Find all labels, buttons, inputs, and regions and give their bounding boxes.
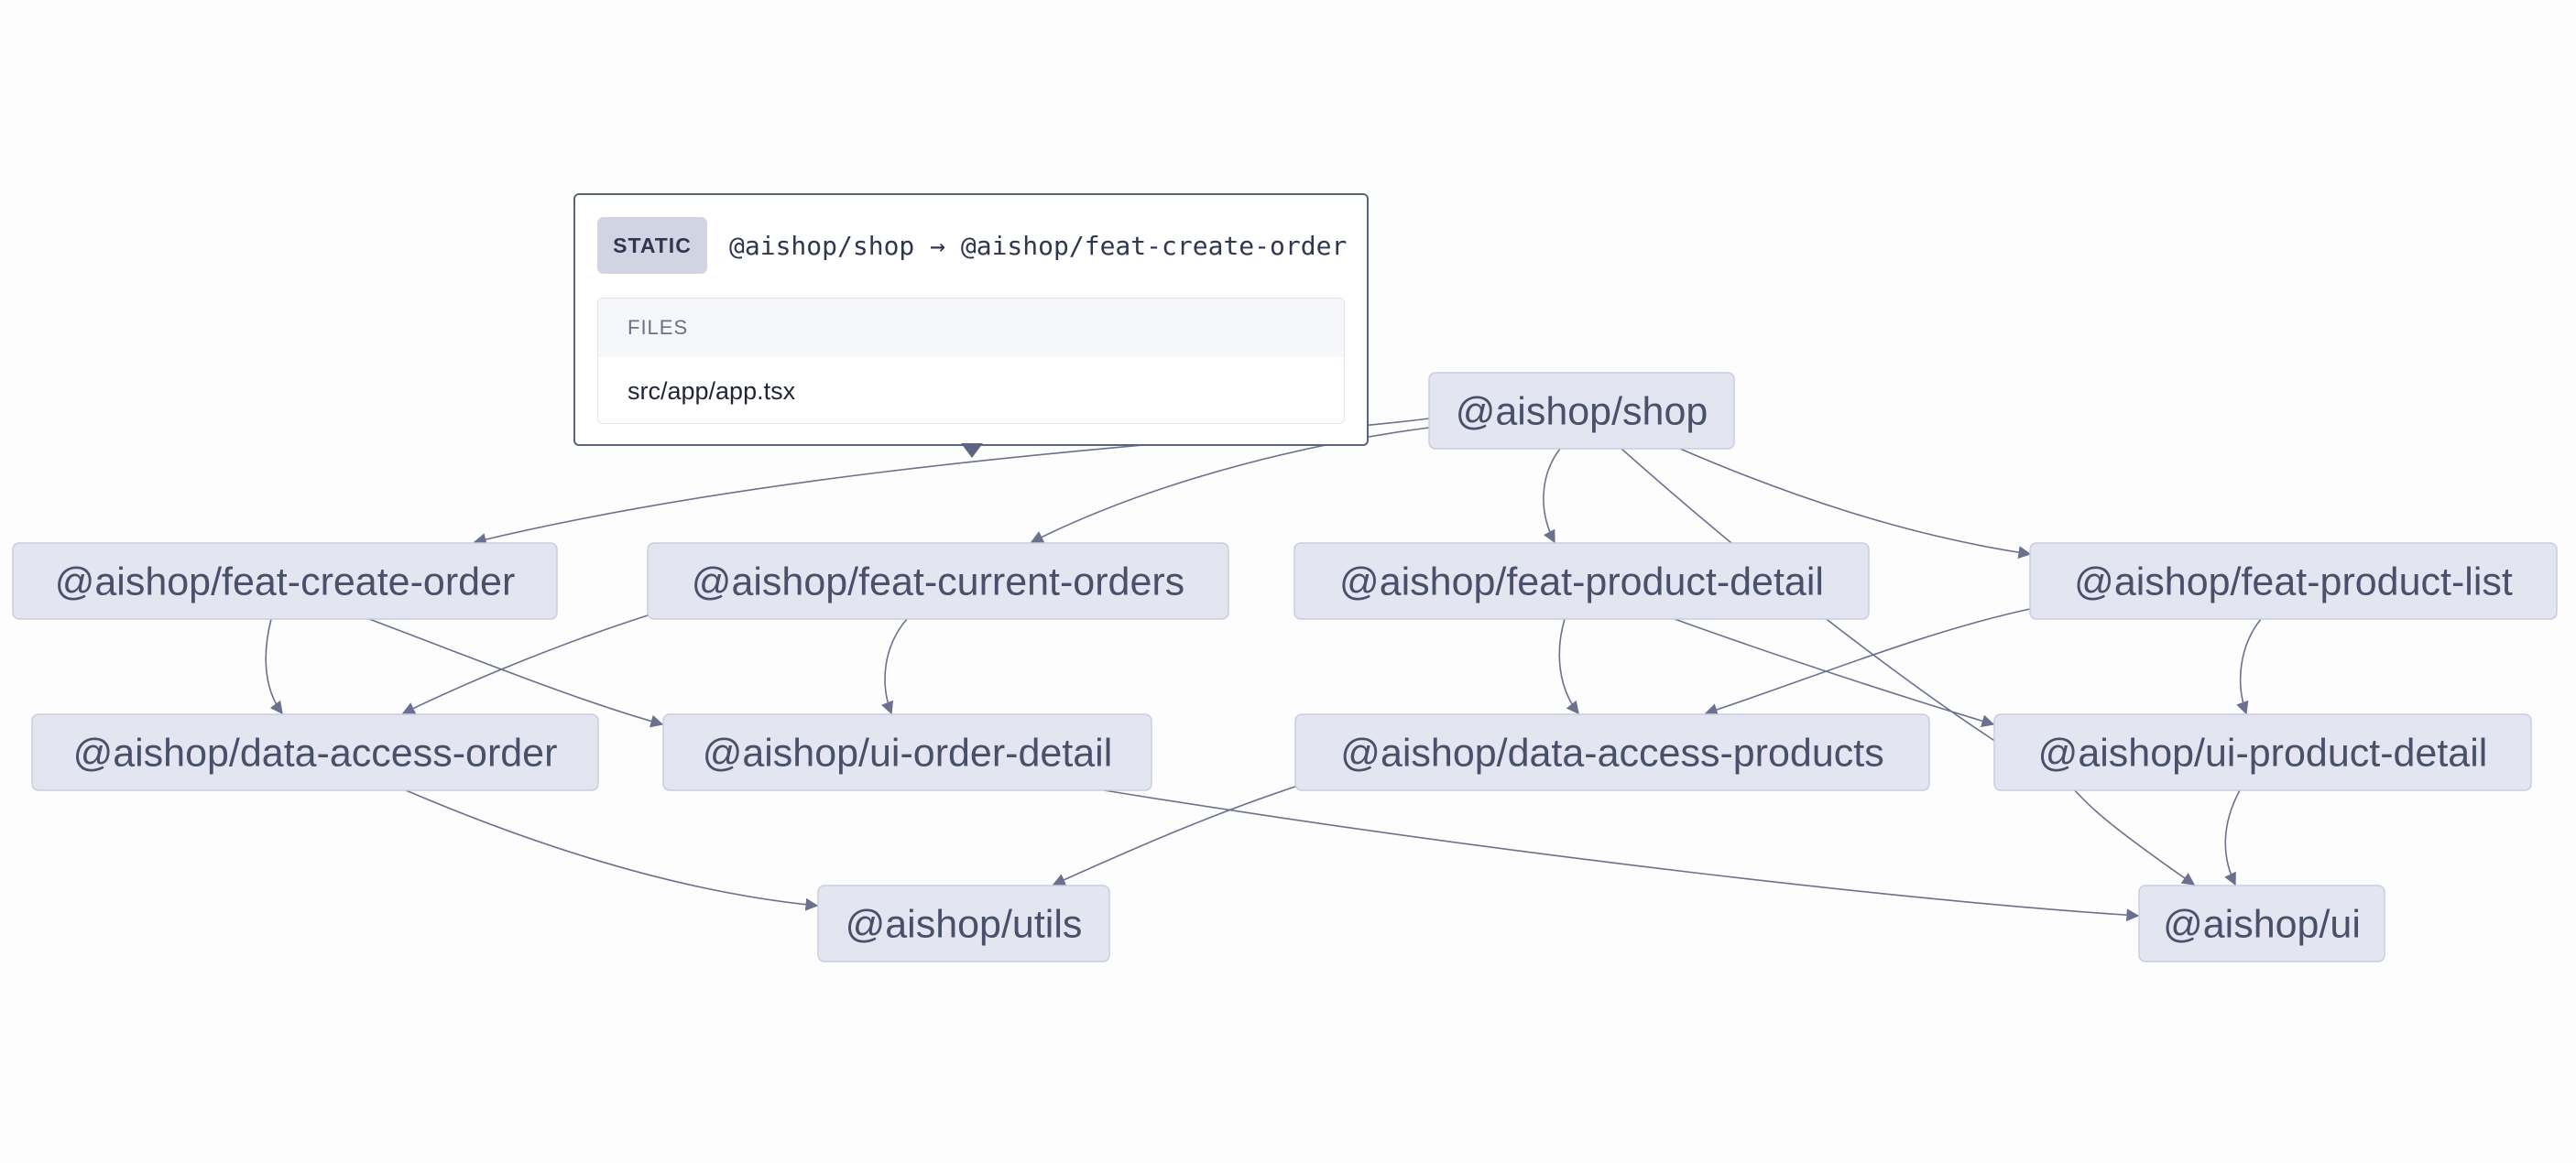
node-feat-create-order[interactable]: @aishop/feat-create-order (12, 542, 558, 620)
node-ui[interactable]: @aishop/ui (2138, 885, 2385, 962)
node-feat-current-orders[interactable]: @aishop/feat-current-orders (647, 542, 1229, 620)
node-ui-product-detail[interactable]: @aishop/ui-product-detail (1993, 713, 2532, 791)
edge-type-badge: STATIC (597, 217, 707, 274)
node-label: @aishop/feat-product-list (2074, 560, 2513, 604)
node-feat-product-list[interactable]: @aishop/feat-product-list (2029, 542, 2558, 620)
tooltip-header: STATIC @aishop/shop → @aishop/feat-creat… (597, 217, 1347, 274)
node-box (31, 713, 599, 791)
edge-feat-product-detail-to-ui-product-detail[interactable] (1674, 618, 1995, 728)
node-box (1428, 372, 1735, 450)
node-box (12, 542, 558, 620)
node-label: @aishop/data-access-order (73, 732, 558, 776)
nodes-layer: @aishop/shop @aishop/feat-create-order @ai… (12, 372, 2558, 962)
edge-feat-current-orders-to-ui-order-detail[interactable] (880, 618, 908, 715)
edge-shop-to-feat-product-detail[interactable] (1543, 448, 1561, 544)
edge-feat-current-orders-to-data-access-order[interactable] (401, 614, 649, 714)
files-panel: FILES src/app/app.tsx (597, 298, 1345, 424)
node-feat-product-detail[interactable]: @aishop/feat-product-detail (1293, 542, 1870, 620)
node-label: @aishop/ui (2163, 903, 2361, 947)
node-label: @aishop/ui-order-detail (703, 732, 1113, 776)
edge-feat-create-order-to-data-access-order[interactable] (265, 618, 283, 715)
node-box (647, 542, 1229, 620)
node-ui-order-detail[interactable]: @aishop/ui-order-detail (662, 713, 1152, 791)
files-header: FILES (598, 299, 1344, 357)
node-label: @aishop/feat-product-detail (1339, 560, 1824, 604)
edge-feat-product-detail-to-data-access-products[interactable] (1558, 618, 1579, 715)
node-box (2138, 885, 2385, 962)
node-box (662, 713, 1152, 791)
node-label: @aishop/shop (1456, 390, 1708, 434)
edge-shop-to-ui[interactable] (1621, 448, 2196, 886)
node-utils[interactable]: @aishop/utils (817, 885, 1110, 962)
node-box (817, 885, 1110, 962)
edge-feat-create-order-to-ui-order-detail[interactable] (368, 618, 664, 728)
edge-data-access-products-to-utils[interactable] (1052, 786, 1296, 886)
node-label: @aishop/feat-create-order (55, 560, 516, 604)
edge-shop-to-feat-product-list[interactable] (1679, 448, 2032, 560)
node-label: @aishop/ui-product-detail (2038, 732, 2488, 776)
node-box (1294, 713, 1930, 791)
node-box (1993, 713, 2532, 791)
node-shop[interactable]: @aishop/shop (1428, 372, 1735, 450)
node-box (2029, 542, 2558, 620)
edge-feat-product-list-to-data-access-products[interactable] (1704, 608, 2031, 716)
tooltip-caret-icon (961, 443, 983, 458)
node-box (1293, 542, 1870, 620)
node-data-access-products[interactable]: @aishop/data-access-products (1294, 713, 1930, 791)
edge-shop-to-feat-current-orders[interactable] (1030, 427, 1430, 543)
edge-feat-product-list-to-ui-product-detail[interactable] (2236, 618, 2262, 715)
node-label: @aishop/utils (846, 903, 1083, 947)
edge-tooltip: STATIC @aishop/shop → @aishop/feat-creat… (573, 193, 1369, 446)
edge-title: @aishop/shop → @aishop/feat-create-order (729, 230, 1348, 261)
node-data-access-order[interactable]: @aishop/data-access-order (31, 713, 599, 791)
edges-layer (265, 418, 2262, 922)
file-item[interactable]: src/app/app.tsx (628, 376, 796, 405)
node-label: @aishop/data-access-products (1340, 732, 1883, 776)
edge-ui-order-detail-to-ui[interactable] (1103, 789, 2140, 922)
edge-data-access-order-to-utils[interactable] (405, 789, 819, 911)
node-label: @aishop/feat-current-orders (692, 560, 1184, 604)
edge-ui-product-detail-to-ui[interactable] (2224, 789, 2241, 886)
